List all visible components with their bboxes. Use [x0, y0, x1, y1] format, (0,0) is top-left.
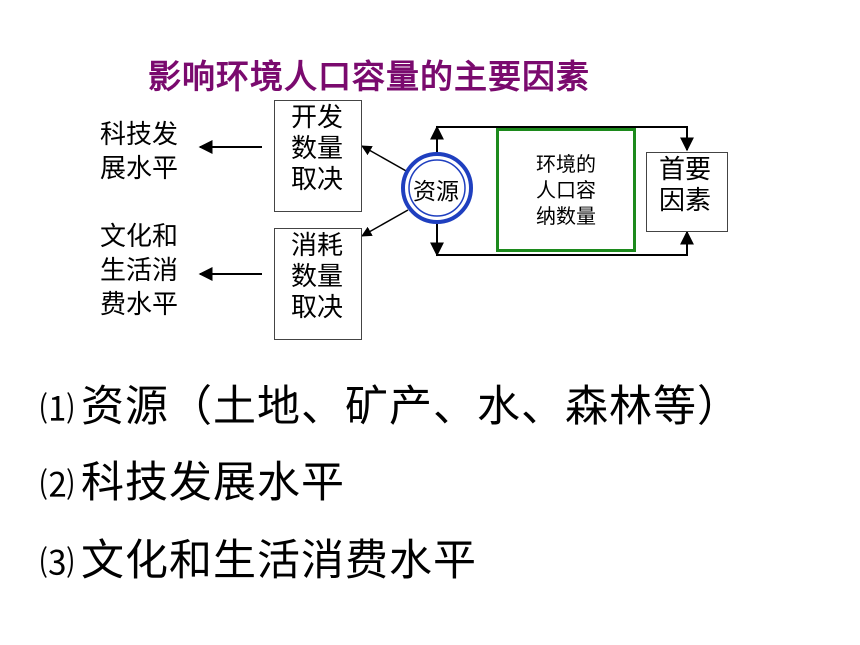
arrow-resource-develop [361, 145, 409, 173]
page-title: 影响环境人口容量的主要因素 [148, 57, 590, 96]
list-item-culture: ⑶文化和生活消费水平 [40, 536, 477, 586]
label-culture-consumption: 文化和 生活消 费水平 [100, 222, 179, 320]
resource-circle-inner [408, 159, 466, 217]
resource-label: 资源 [413, 179, 459, 205]
list-item-technology: ⑵科技发展水平 [40, 458, 345, 508]
arrow-resource-consume [361, 209, 409, 237]
box-develop-quantity: 开发 数量 取决 [274, 100, 362, 212]
label-tech-level: 科技发 展水平 [100, 120, 179, 184]
list-item-resources: ⑴资源（土地、矿产、水、森林等） [40, 382, 741, 432]
box-consume-quantity: 消耗 数量 取决 [274, 228, 362, 340]
box-population-capacity: 环境的 人口容 纳数量 [496, 128, 636, 252]
box-primary-factor: 首要 因素 [646, 152, 728, 232]
